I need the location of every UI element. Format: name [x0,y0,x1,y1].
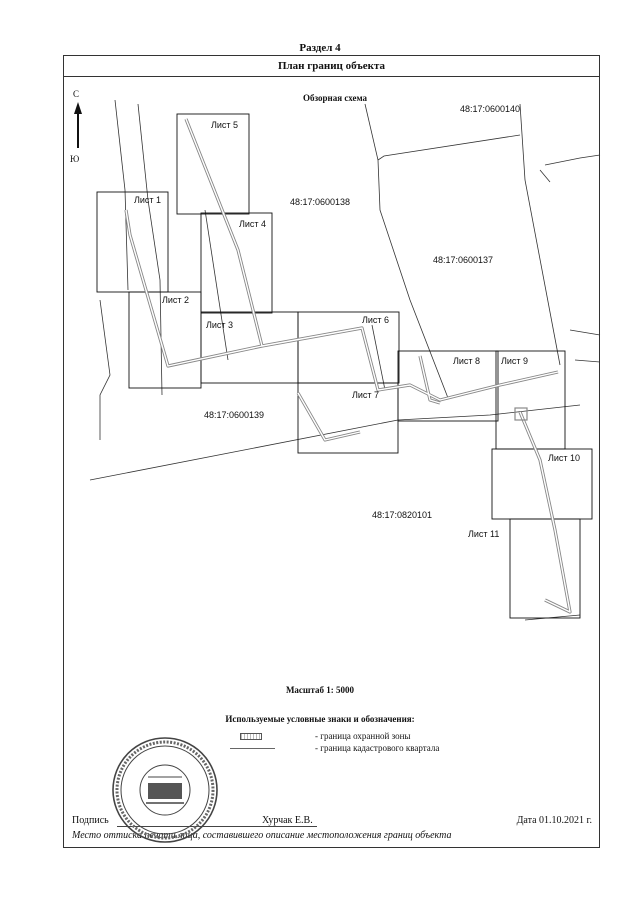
cadastral-boundaries [89,99,601,621]
sheet-frame-4 [200,212,273,314]
parcel-label: 48:17:0820101 [372,510,432,520]
stamp-place-note: Место оттиска печати лица, составившего … [72,830,452,841]
zone-path-south [518,411,572,614]
zone-path-spur [418,355,441,405]
sheet-label-4: Лист 4 [239,219,266,229]
boundary-line [524,614,581,621]
zone-inner-central [261,327,559,401]
signature-row: Подпись Хурчак Е.В. Дата 01.10.2021 г. [72,815,592,829]
sheet-label-11: Лист 11 [468,529,499,539]
boundary-line [204,209,229,361]
legend-item-label: - граница охранной зоны [315,731,411,741]
sheet-frame-5 [176,113,250,215]
boundary-line [99,299,111,440]
sheet-label-10: Лист 10 [548,453,580,463]
sheet-label-6: Лист 6 [362,315,389,325]
zone-inner-west [125,118,263,367]
boundary-line [371,324,386,391]
map-scale: Масштаб 1: 5000 [285,685,355,695]
zone-inner-branch [297,392,361,441]
zone-path-west [124,118,264,368]
north-label: С [73,89,80,99]
cadastral-line-icon [230,748,275,749]
boundary-line [114,99,129,291]
sheet-label-1: Лист 1 [134,195,161,205]
zone-inner-south [519,411,571,613]
zone-inner-spur [419,355,441,404]
zone-path-branch [296,392,361,442]
zone-node [514,407,528,421]
boundary-line [137,103,163,396]
signer-name: Хурчак Е.В. [262,815,313,826]
legend-title: Используемые условные знаки и обозначени… [225,714,415,724]
sheet-label-2: Лист 2 [162,295,189,305]
page-frame [63,55,600,848]
south-label: Ю [70,154,80,164]
boundary-line [89,404,581,481]
signature-line [117,826,317,827]
boundary-line [364,103,449,399]
security-zone-inner [125,118,571,613]
sheet-label-7: Лист 7 [352,390,379,400]
zone-symbol-icon [240,733,262,740]
plan-title: План границ объекта [63,55,600,77]
sheet-label-8: Лист 8 [453,356,480,366]
sheet-label-9: Лист 9 [501,356,528,366]
sheet-frame-11 [509,518,581,619]
boundary-line [377,134,521,161]
parcel-label: 48:17:0600140 [460,104,520,114]
sheet-label-3: Лист 3 [206,320,233,330]
sheet-frame-2 [128,291,202,389]
boundary-line [519,103,561,366]
north-arrow-icon [74,102,82,148]
sheet-label-5: Лист 5 [211,120,238,130]
signature-label: Подпись [72,815,109,826]
legend-item-label: - граница кадастрового квартала [315,743,440,753]
signature-date: Дата 01.10.2021 г. [516,815,592,826]
boundary-line [539,169,551,183]
seal-stamp-icon [112,737,218,843]
parcel-label: 48:17:0600138 [290,197,350,207]
boundary-line [544,154,601,166]
boundary-line [569,329,601,336]
scheme-title: Обзорная схема [302,93,368,103]
boundary-line [574,359,601,363]
parcel-label: 48:17:0600137 [433,255,493,265]
parcel-label: 48:17:0600139 [204,410,264,420]
section-title: Раздел 4 [299,42,341,54]
